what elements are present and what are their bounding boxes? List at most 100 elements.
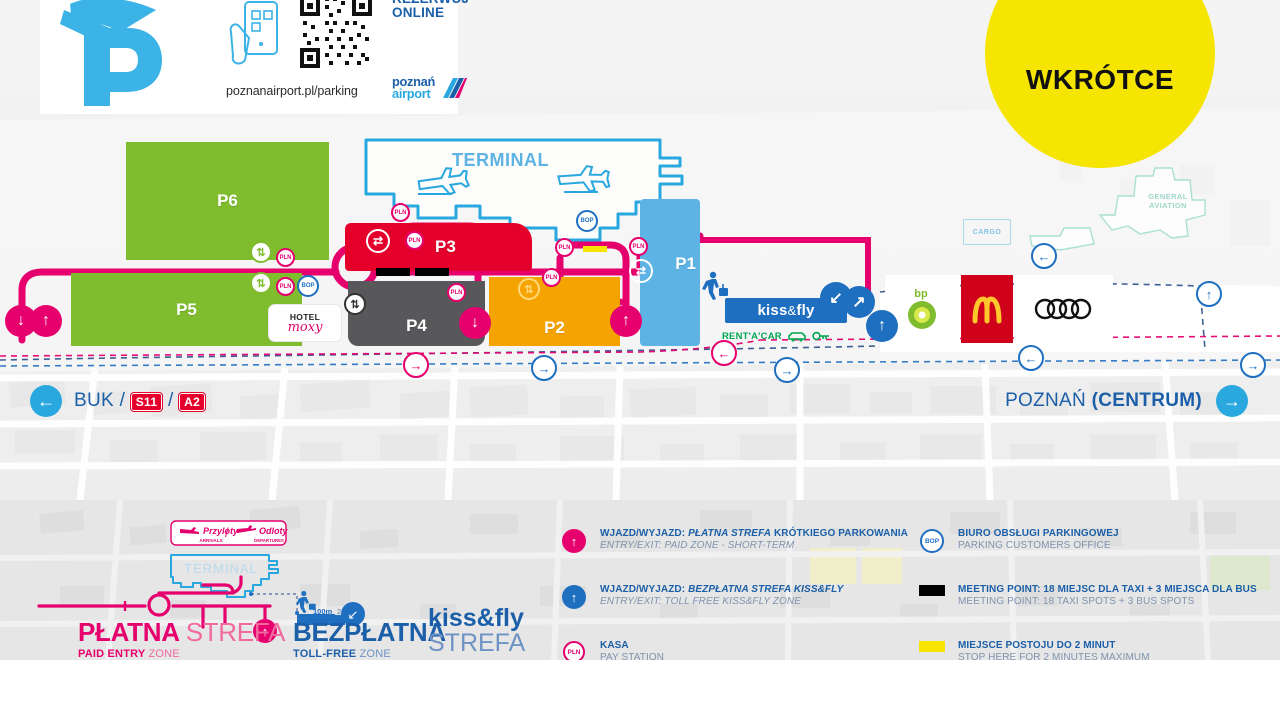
pay-station-badge[interactable]: PLN bbox=[447, 283, 466, 302]
poznan-airport-line1: poznań bbox=[392, 74, 435, 89]
legend-text-paid-entry: WJAZD/WYJAZD: PŁATNA STREFA KRÓTKIEGO PA… bbox=[600, 528, 908, 551]
rent-a-car[interactable]: RENT'A'CAR bbox=[722, 328, 852, 344]
road-direction-marker[interactable]: → bbox=[531, 355, 557, 381]
cargo-building: CARGO bbox=[963, 219, 1011, 245]
meeting-point-bar bbox=[415, 268, 449, 276]
poznan-airport-mark-icon bbox=[442, 78, 467, 98]
promo-card: REZERWUJ ONLINE poznanairport.pl/parking… bbox=[40, 0, 469, 114]
zone-paid-title: PŁATNA STREFA bbox=[78, 617, 286, 647]
svg-text:100m: 100m bbox=[313, 607, 333, 616]
legend-item-paid-entry: ↑ WJAZD/WYJAZD: PŁATNA STREFA KRÓTKIEGO … bbox=[560, 528, 908, 553]
hotel-moxy[interactable]: HOTEL moxy bbox=[268, 304, 342, 342]
zone-tollfree-title: BEZPŁATNA bbox=[293, 617, 446, 647]
parking-lot-P2[interactable]: P2 bbox=[489, 277, 620, 346]
brand-audi[interactable] bbox=[1014, 275, 1113, 343]
bottom-white-strip bbox=[0, 660, 1280, 720]
lot-label-p6: P6 bbox=[217, 191, 238, 210]
svg-text:bp: bp bbox=[914, 288, 928, 300]
legend-text-parking-office: BIURO OBSŁUGI PARKINGOWEJ PARKING CUSTOM… bbox=[958, 528, 1119, 551]
kissfly-road-entry-arrow[interactable]: ↑ bbox=[866, 310, 898, 342]
road-badge-a2: A2 bbox=[179, 393, 206, 411]
zone-paid: PŁATNA STREFA PAID ENTRY ZONE bbox=[78, 618, 285, 660]
brand-bp[interactable]: bp bbox=[885, 275, 960, 343]
pay-station-badge[interactable]: PLN bbox=[276, 248, 295, 267]
coming-soon-label: WKRÓTCE bbox=[1025, 64, 1175, 95]
legend-bg-map-texture bbox=[0, 500, 1280, 660]
brand-strip: bp bbox=[885, 275, 1113, 343]
arrow-left-icon[interactable]: ← bbox=[30, 385, 62, 417]
two-way-access-icon[interactable]: ⇅ bbox=[250, 272, 272, 294]
parking-office-badge[interactable]: BOP bbox=[297, 275, 319, 297]
lot-label-p4: P4 bbox=[406, 316, 427, 335]
two-way-access-icon[interactable]: ⇅ bbox=[250, 241, 272, 263]
car-icon bbox=[788, 331, 806, 342]
road-direction-marker[interactable]: → bbox=[1240, 352, 1266, 378]
arrow-right-icon[interactable]: → bbox=[1216, 385, 1248, 417]
svg-text:TERMINAL: TERMINAL bbox=[184, 561, 258, 576]
zone-tollfree-sub: TOLL-FREE ZONE bbox=[293, 648, 391, 660]
arrow-up-pink-circle-icon: ↑ bbox=[562, 529, 586, 553]
road-direction-marker[interactable]: → bbox=[403, 352, 429, 378]
paid-zone-exit-arrow[interactable]: ↓ bbox=[459, 307, 491, 339]
legend-item-meeting-point: MEETING POINT: 18 MIEJSC DLA TAXI + 3 MI… bbox=[918, 584, 1257, 608]
mcdonalds-logo-icon bbox=[972, 296, 1002, 324]
poznan-airport-logo: poznań airport bbox=[392, 74, 484, 102]
bp-logo-icon: bp bbox=[908, 288, 936, 329]
promo-headline-line1: REZERWUJ bbox=[392, 0, 469, 6]
svg-text:ARRIVALS: ARRIVALS bbox=[199, 538, 222, 543]
pay-station-badge[interactable]: PLN bbox=[276, 277, 295, 296]
poznan-airport-line2: airport bbox=[392, 86, 431, 101]
destination-poznan: POZNAŃ bbox=[1005, 390, 1087, 411]
road-direction-marker[interactable]: ← bbox=[1018, 345, 1044, 371]
legend-item-parking-office: BOP BIURO OBSŁUGI PARKINGOWEJ PARKING CU… bbox=[918, 528, 1119, 553]
pay-station-badge[interactable]: PLN bbox=[391, 203, 410, 222]
legend-text-pay-station: KASA PAY STATION bbox=[600, 640, 665, 663]
pay-station-badge[interactable]: PLN bbox=[405, 231, 424, 250]
brand-mcdonalds[interactable] bbox=[961, 275, 1013, 343]
svg-text:↙: ↙ bbox=[348, 607, 359, 622]
pedestrian-luggage-icon bbox=[702, 271, 728, 300]
legend-item-tollfree-entry: ↑ WJAZD/WYJAZD: BEZPŁATNA STREFA KISS&FL… bbox=[560, 584, 843, 609]
zone-tollfree: BEZPŁATNA TOLL-FREE ZONE bbox=[293, 618, 446, 660]
pay-station-badge[interactable]: PLN bbox=[542, 268, 561, 287]
legend-text-two-minute-stop: MIEJSCE POSTOJU DO 2 MINUT STOP HERE FOR… bbox=[958, 640, 1150, 663]
yellow-swatch-icon bbox=[919, 641, 945, 652]
rent-a-car-label: RENT'A'CAR bbox=[722, 330, 782, 342]
nav-right-destination: POZNAŃ (CENTRUM) bbox=[1005, 390, 1202, 412]
two-way-access-icon[interactable]: ⇅ bbox=[518, 278, 540, 300]
paid-zone-entry-arrow[interactable]: ↑ bbox=[30, 305, 62, 337]
two-way-access-icon[interactable]: ⇅ bbox=[344, 293, 366, 315]
kissfly-exit-arrow[interactable]: ↗ bbox=[843, 286, 875, 318]
parking-office-badge[interactable]: BOP bbox=[576, 210, 598, 232]
nav-right-group[interactable]: POZNAŃ (CENTRUM) → bbox=[1005, 385, 1248, 417]
legend-icon-tollfree-entry: ↑ bbox=[560, 584, 588, 609]
nav-left-group[interactable]: ← BUK / S11 / A2 bbox=[30, 385, 206, 417]
road-direction-marker[interactable]: ↑ bbox=[1196, 281, 1222, 307]
promo-url[interactable]: poznanairport.pl/parking bbox=[226, 84, 358, 98]
nav-left-destination: BUK / S11 / A2 bbox=[74, 390, 206, 412]
zone-diagram: Przyloty ARRIVALS / Odloty DEPARTURES TE… bbox=[37, 520, 365, 643]
pay-station-badge[interactable]: PLN bbox=[555, 238, 574, 257]
road-direction-marker[interactable]: → bbox=[774, 357, 800, 383]
barrier-icon[interactable]: ⇄ bbox=[629, 259, 653, 283]
barrier-icon[interactable]: ⇄ bbox=[366, 229, 390, 253]
hotel-brand: moxy bbox=[287, 320, 323, 335]
legend-text-meeting-point: MEETING POINT: 18 MIEJSC DLA TAXI + 3 MI… bbox=[958, 584, 1257, 607]
arrow-up-blue-circle-icon: ↑ bbox=[562, 585, 586, 609]
parking-p-logo-icon bbox=[60, 0, 162, 106]
pay-station-badge[interactable]: PLN bbox=[629, 237, 648, 256]
road-direction-marker[interactable]: ← bbox=[1031, 243, 1057, 269]
paid-zone-entry-arrow[interactable]: ↑ bbox=[610, 305, 642, 337]
parking-lot-P6[interactable]: P6 bbox=[126, 142, 329, 260]
meeting-point-bar bbox=[376, 268, 410, 276]
legend-icon-parking-office: BOP bbox=[918, 528, 946, 553]
two-minute-stop-strip bbox=[583, 246, 607, 252]
audi-logo-icon bbox=[1034, 298, 1092, 320]
qr-scan-phone-icon bbox=[229, 1, 278, 65]
road-direction-marker[interactable]: ← bbox=[711, 340, 737, 366]
promo-headline-line2: ONLINE bbox=[392, 5, 445, 20]
kiss-and-fly-label: kiss&fly bbox=[757, 302, 815, 319]
hotel-label: HOTEL bbox=[289, 312, 321, 322]
